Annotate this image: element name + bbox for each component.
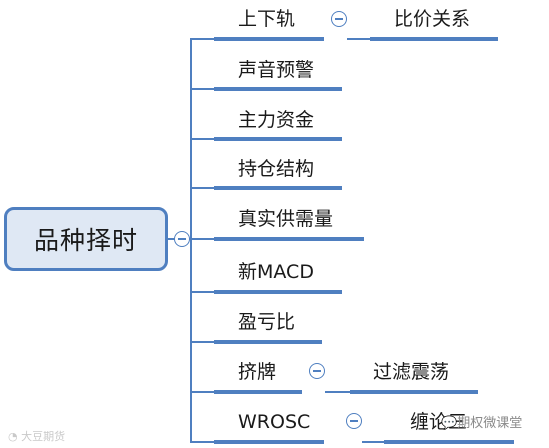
chat-icon: 💬: [441, 416, 458, 431]
root-node-label: 品种择时: [33, 226, 138, 255]
branch-underline: [214, 137, 342, 141]
child-label[interactable]: 过滤震荡: [373, 361, 450, 383]
branch-label[interactable]: 挤牌: [238, 361, 277, 383]
branch-connector: [190, 391, 216, 393]
branch-underline: [214, 237, 364, 241]
branch-label[interactable]: 声音预警: [238, 59, 315, 81]
branch-label[interactable]: 新MACD: [238, 261, 314, 283]
trunk-line: [190, 38, 192, 443]
branch-label[interactable]: 真实供需量: [238, 208, 334, 230]
child-label[interactable]: 缠论三: [410, 411, 468, 433]
branch-underline: [214, 37, 324, 41]
branch-underline: [214, 440, 324, 444]
branch-connector: [190, 187, 216, 189]
weibo-icon: ◔: [8, 430, 22, 443]
branch-collapse-icon[interactable]: [346, 413, 362, 429]
branch-connector: [190, 291, 216, 293]
branch-label[interactable]: 盈亏比: [238, 311, 296, 333]
branch-underline: [214, 340, 322, 344]
branch-connector: [190, 138, 216, 140]
branch-label[interactable]: 持仓结构: [238, 158, 315, 180]
branch-connector: [190, 441, 216, 443]
branch-connector: [190, 238, 216, 240]
branch-underline: [214, 186, 342, 190]
branch-label[interactable]: 主力资金: [238, 109, 315, 131]
branch-underline: [214, 87, 342, 91]
root-node[interactable]: 品种择时: [4, 207, 168, 271]
child-connector: [347, 38, 373, 40]
branch-label[interactable]: WROSC: [238, 411, 311, 433]
branch-underline: [214, 290, 342, 294]
child-underline: [350, 390, 478, 394]
child-underline: [384, 440, 514, 444]
child-label[interactable]: 比价关系: [394, 8, 471, 30]
branch-connector: [190, 88, 216, 90]
branch-collapse-icon[interactable]: [331, 11, 347, 27]
branch-connector: [190, 38, 216, 40]
branch-underline: [214, 390, 302, 394]
child-underline: [370, 37, 498, 41]
branch-collapse-icon[interactable]: [309, 363, 325, 379]
root-collapse-icon[interactable]: [174, 231, 190, 247]
watermark-right: 💬期权微课堂: [441, 416, 523, 431]
branch-label[interactable]: 上下轨: [238, 8, 296, 30]
child-connector: [325, 391, 353, 393]
child-connector: [362, 441, 384, 443]
branch-connector: [190, 341, 216, 343]
watermark-left: ◔ 大豆期货: [8, 430, 66, 443]
